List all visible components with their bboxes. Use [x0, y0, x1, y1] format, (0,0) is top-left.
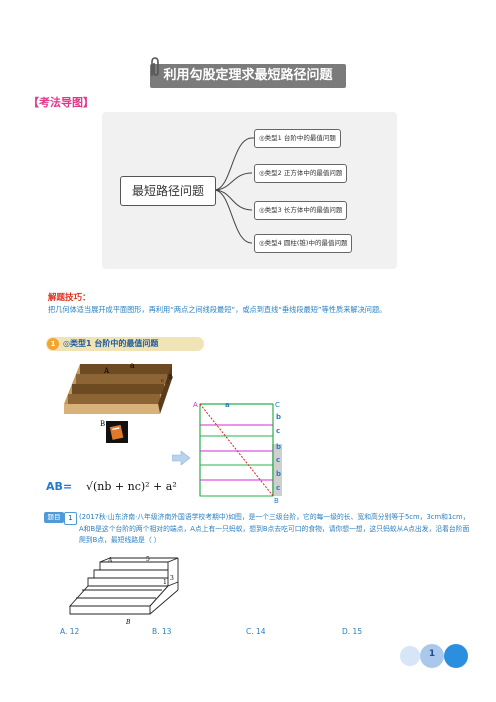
page-title: 利用勾股定理求最短路径问题: [150, 64, 346, 88]
tips-body: 把几何体适当展开成平面图形，再利用“两点之间线段最短”，或点到直线“垂线段最短”…: [48, 305, 387, 314]
formula-expr: √(nb + nc)² + a²: [85, 480, 177, 493]
paperclip-icon: [151, 57, 159, 76]
unfold-label-B: B: [274, 497, 279, 504]
mind-map: 最短路径问题 ◎类型1 台阶中的最值问题 ◎类型2 正方体中的最值问题 ◎类型3…: [102, 112, 397, 269]
unfold-label-C: C: [275, 401, 280, 409]
page-number-decoration: 1: [400, 644, 470, 668]
unfold-side-b3: b: [276, 470, 281, 478]
question-number: 1: [64, 512, 77, 525]
mind-map-center: 最短路径问题: [120, 176, 216, 206]
stairs-label-A: A: [103, 367, 110, 375]
mind-map-branch-3: ◎类型3 长方体中的最值问题: [254, 201, 348, 220]
type-badge: 1 ◎类型1 台阶中的最值问题: [46, 337, 204, 351]
unfold-label-A: A: [193, 401, 198, 409]
unfold-label-a: a: [225, 401, 230, 409]
type-label: ◎类型1 台阶中的最值问题: [63, 339, 159, 348]
right-arrow-icon: [172, 451, 190, 465]
stairs-label-b: b: [169, 374, 173, 381]
formula: AB= √(nb + nc)² + a²: [46, 480, 177, 493]
unfold-side-c2: c: [276, 456, 280, 464]
stairs-label-c: c: [161, 378, 164, 384]
q-fig-label-5: 5: [146, 556, 150, 563]
answer-a[interactable]: A. 12: [60, 627, 80, 636]
question-tag: 题目: [44, 512, 64, 523]
unfold-side-c3: c: [276, 484, 280, 492]
formula-lhs: AB=: [46, 480, 73, 493]
unfolded-figure: A a C b c b c b c B: [193, 401, 282, 504]
page-number: 1: [428, 649, 436, 659]
mind-map-branch-1: ◎类型1 台阶中的最值问题: [254, 129, 341, 148]
mind-map-connectors: [213, 137, 254, 244]
q-fig-label-A: A: [107, 557, 113, 564]
answer-c[interactable]: C. 14: [246, 627, 266, 636]
tips-heading: 解题技巧：: [48, 293, 91, 303]
unfold-side-b2: b: [276, 443, 281, 451]
q-fig-label-1: 1: [163, 579, 167, 586]
unfold-side-c1: c: [276, 427, 280, 435]
stairs-figure: A a b c B: [64, 361, 173, 428]
stairs-label-a: a: [130, 361, 135, 370]
answer-b[interactable]: B. 13: [152, 627, 172, 636]
section-heading: 【考法导图】: [28, 96, 94, 109]
book-icon: [106, 421, 128, 443]
mind-map-branch-4: ◎类型4 圆柱(锥)中的最值问题: [254, 234, 353, 253]
page-dots: [400, 644, 468, 668]
mind-map-branch-2: ◎类型2 正方体中的最值问题: [254, 164, 348, 183]
answer-d[interactable]: D. 15: [342, 627, 363, 636]
type-number: 1: [47, 338, 59, 350]
q-fig-label-B: B: [125, 619, 131, 626]
title-text: 利用勾股定理求最短路径问题: [163, 68, 333, 83]
unfold-side-b1: b: [276, 413, 281, 421]
stairs-label-B: B: [100, 420, 105, 428]
question-text: (2017秋·山东济南·八年级济南外国语学校考期中)如图，是一个三级台阶，它的每…: [79, 513, 470, 544]
q-fig-label-3: 3: [170, 575, 174, 582]
question-stairs-figure: A 5 3 1 B: [68, 556, 179, 626]
